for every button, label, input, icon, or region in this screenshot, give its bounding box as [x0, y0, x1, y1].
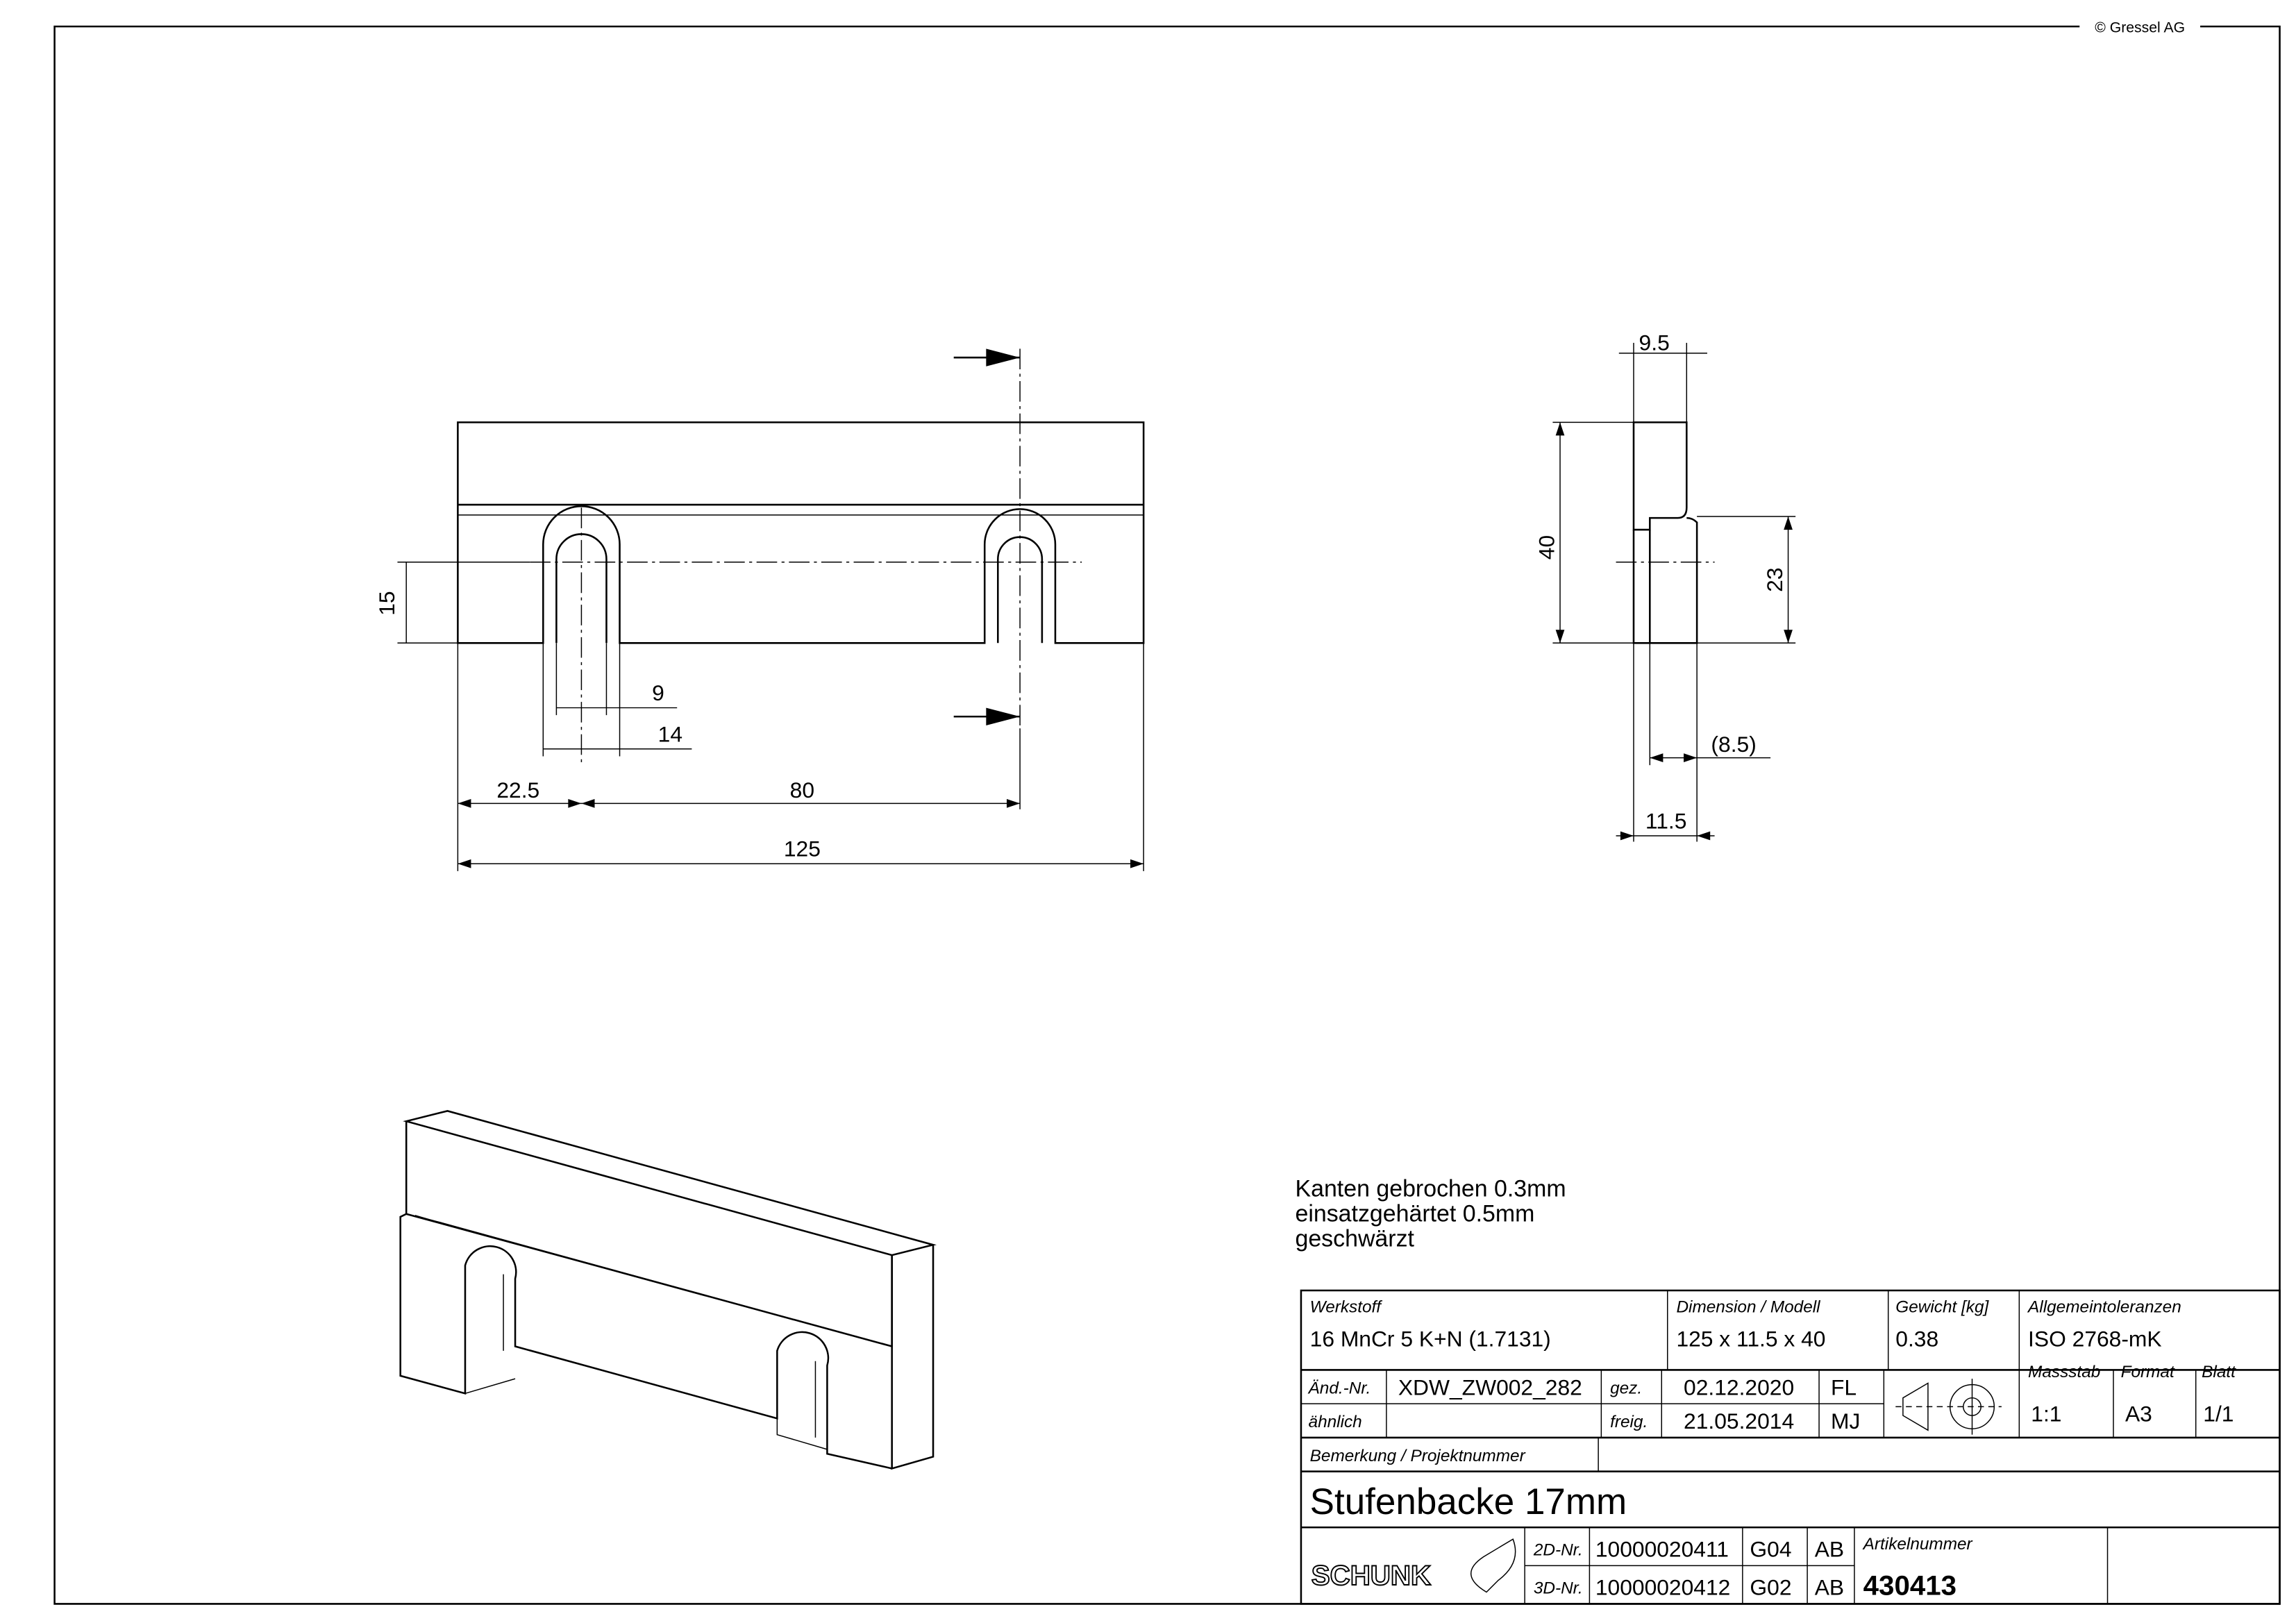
werkstoff-value: 16 MnCr 5 K+N (1.7131): [1310, 1327, 1551, 1352]
massstab-label: Massstab: [2028, 1363, 2100, 1381]
bemerkung-label: Bemerkung / Projektnummer: [1310, 1447, 1526, 1465]
werkstoff-label: Werkstoff: [1310, 1298, 1383, 1317]
freig-by: MJ: [1831, 1408, 1860, 1433]
projection-symbol-icon: [1895, 1379, 2002, 1435]
gewicht-value: 0.38: [1895, 1327, 1938, 1352]
blatt-label: Blatt: [2202, 1363, 2236, 1381]
dim-15: 15: [374, 591, 399, 615]
sheet-border: [53, 25, 2281, 1605]
dim-14: 14: [658, 721, 682, 746]
nr2d-by: AB: [1815, 1537, 1844, 1562]
note-line: Kanten gebrochen 0.3mm: [1295, 1175, 1566, 1202]
format-label: Format: [2121, 1363, 2175, 1381]
dimension-label: Dimension / Modell: [1676, 1298, 1820, 1317]
freig-date: 21.05.2014: [1684, 1408, 1794, 1433]
format-value: A3: [2125, 1402, 2152, 1427]
dim-23: 23: [1762, 567, 1787, 591]
dim-9-5: 9.5: [1639, 330, 1670, 355]
massstab-value: 1:1: [2031, 1402, 2061, 1427]
nr3d-value: 10000020412: [1595, 1575, 1730, 1600]
dim-80: 80: [790, 777, 814, 802]
nr2d-label: 2D-Nr.: [1533, 1540, 1583, 1559]
dim-11-5: 11.5: [1645, 808, 1686, 833]
nr2d-value: 10000020411: [1595, 1537, 1729, 1562]
toleranz-value: ISO 2768-mK: [2028, 1327, 2162, 1352]
note-line: geschwärzt: [1295, 1225, 1414, 1252]
dim-40: 40: [1534, 535, 1559, 560]
drawing-title: Stufenbacke 17mm: [1310, 1481, 1627, 1522]
dim-22-5: 22.5: [496, 777, 539, 802]
artikel-number: 430413: [1863, 1570, 1956, 1601]
dim-9: 9: [652, 680, 664, 705]
aend-label: Änd.-Nr.: [1308, 1379, 1371, 1397]
nr3d-rev: G02: [1750, 1575, 1791, 1600]
schunk-logo: SCHUNK: [1311, 1538, 1516, 1593]
title-block: Werkstoff 16 MnCr 5 K+N (1.7131) Dimensi…: [1300, 1289, 2281, 1605]
toleranz-label: Allgemeintoleranzen: [2027, 1298, 2181, 1317]
gez-label: gez.: [1610, 1379, 1642, 1397]
dimension-value: 125 x 11.5 x 40: [1676, 1327, 1825, 1352]
nr2d-rev: G04: [1750, 1537, 1791, 1562]
front-view: 15 9 14 22.5 80 125: [374, 348, 1145, 871]
schunk-logo-text: SCHUNK: [1312, 1560, 1431, 1591]
aehnlich-label: ähnlich: [1309, 1413, 1362, 1431]
gewicht-label: Gewicht [kg]: [1895, 1298, 1989, 1317]
copyright: © Gressel AG: [2095, 20, 2185, 36]
notes: Kanten gebrochen 0.3mm einsatzgehärtet 0…: [1295, 1175, 1566, 1252]
nr3d-label: 3D-Nr.: [1534, 1579, 1583, 1598]
blatt-value: 1/1: [2203, 1402, 2234, 1427]
side-section-view: 9.5 40 23 (8.5) 11.5: [1534, 330, 1796, 842]
freig-label: freig.: [1610, 1413, 1648, 1431]
gez-date: 02.12.2020: [1684, 1374, 1794, 1399]
dim-125: 125: [784, 836, 821, 861]
artikel-label: Artikelnummer: [1862, 1535, 1973, 1554]
aend-value: XDW_ZW002_282: [1398, 1374, 1582, 1399]
nr3d-by: AB: [1815, 1575, 1844, 1600]
dim-8-5: (8.5): [1711, 732, 1756, 757]
note-line: einsatzgehärtet 0.5mm: [1295, 1200, 1534, 1227]
gez-by: FL: [1831, 1374, 1857, 1399]
isometric-view: [399, 1110, 937, 1470]
